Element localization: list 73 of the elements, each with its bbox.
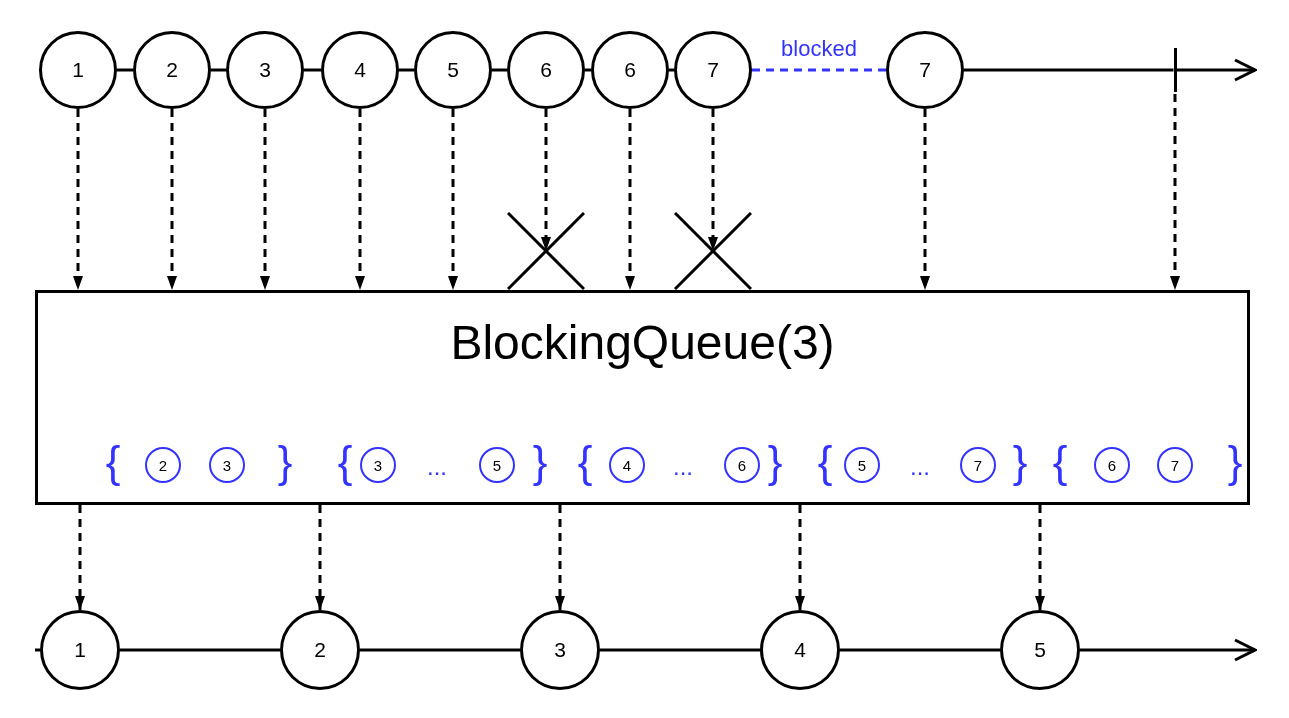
arrow [1170, 94, 1180, 290]
timeline-line [669, 68, 674, 72]
cross-mark [674, 212, 752, 290]
marble: 5 [414, 31, 492, 109]
timeline-line [585, 68, 591, 72]
marble: 5 [479, 447, 515, 483]
curly-brace: } [1012, 440, 1028, 484]
marble: 6 [1094, 447, 1130, 483]
curly-brace: { [817, 440, 833, 484]
curly-brace: } [277, 440, 293, 484]
arrow [555, 505, 565, 610]
arrow [75, 505, 85, 610]
marble: 5 [1000, 610, 1080, 690]
marble: 6 [591, 31, 669, 109]
curly-brace: { [577, 440, 593, 484]
timeline-line [840, 648, 1000, 652]
marble: 7 [674, 31, 752, 109]
marble: 3 [226, 31, 304, 109]
marble: 1 [40, 610, 120, 690]
arrow [920, 109, 930, 290]
timeline-line [35, 648, 40, 652]
marble: 2 [145, 447, 181, 483]
curly-brace: { [1052, 440, 1068, 484]
arrow [73, 109, 83, 290]
timeline-line [600, 648, 760, 652]
timeline-line [399, 68, 414, 72]
marble: 4 [321, 31, 399, 109]
marble: 7 [1157, 447, 1193, 483]
timeline-line [304, 68, 321, 72]
marble: 3 [209, 447, 245, 483]
arrow [315, 505, 325, 610]
arrow [167, 109, 177, 290]
timeline-line [360, 648, 520, 652]
curly-brace: { [337, 440, 353, 484]
arrow [260, 109, 270, 290]
timeline-line [492, 68, 507, 72]
marble: 2 [280, 610, 360, 690]
curly-brace: } [767, 440, 783, 484]
curly-brace: { [105, 440, 121, 484]
marble: 5 [844, 447, 880, 483]
arrow [795, 505, 805, 610]
ellipsis: ... [910, 455, 930, 479]
marble: 6 [724, 447, 760, 483]
box-title: BlockingQueue(3) [449, 315, 836, 370]
end-marker [1173, 48, 1177, 92]
arrow [625, 109, 635, 290]
timeline-line [964, 68, 1174, 72]
marble: 3 [360, 447, 396, 483]
marble: 7 [886, 31, 964, 109]
timeline-line [120, 648, 280, 652]
curly-brace: } [532, 440, 548, 484]
marble: 2 [133, 31, 211, 109]
ellipsis: ... [673, 455, 693, 479]
marble: 7 [960, 447, 996, 483]
timeline-line [211, 68, 226, 72]
marble: 3 [520, 610, 600, 690]
timeline-line [117, 68, 133, 72]
arrow [448, 109, 458, 290]
arrow [541, 109, 551, 251]
marble: 4 [609, 447, 645, 483]
arrow [1176, 58, 1257, 82]
cross-mark [507, 212, 585, 290]
queue-box [35, 290, 1250, 505]
arrow [708, 109, 718, 251]
arrow [1080, 638, 1257, 662]
marble: 4 [760, 610, 840, 690]
marble: 1 [39, 31, 117, 109]
curly-brace: } [1227, 440, 1243, 484]
ellipsis: ... [427, 455, 447, 479]
arrow [355, 109, 365, 290]
marble: 6 [507, 31, 585, 109]
arrow [1035, 505, 1045, 610]
timeline-line [752, 68, 886, 72]
